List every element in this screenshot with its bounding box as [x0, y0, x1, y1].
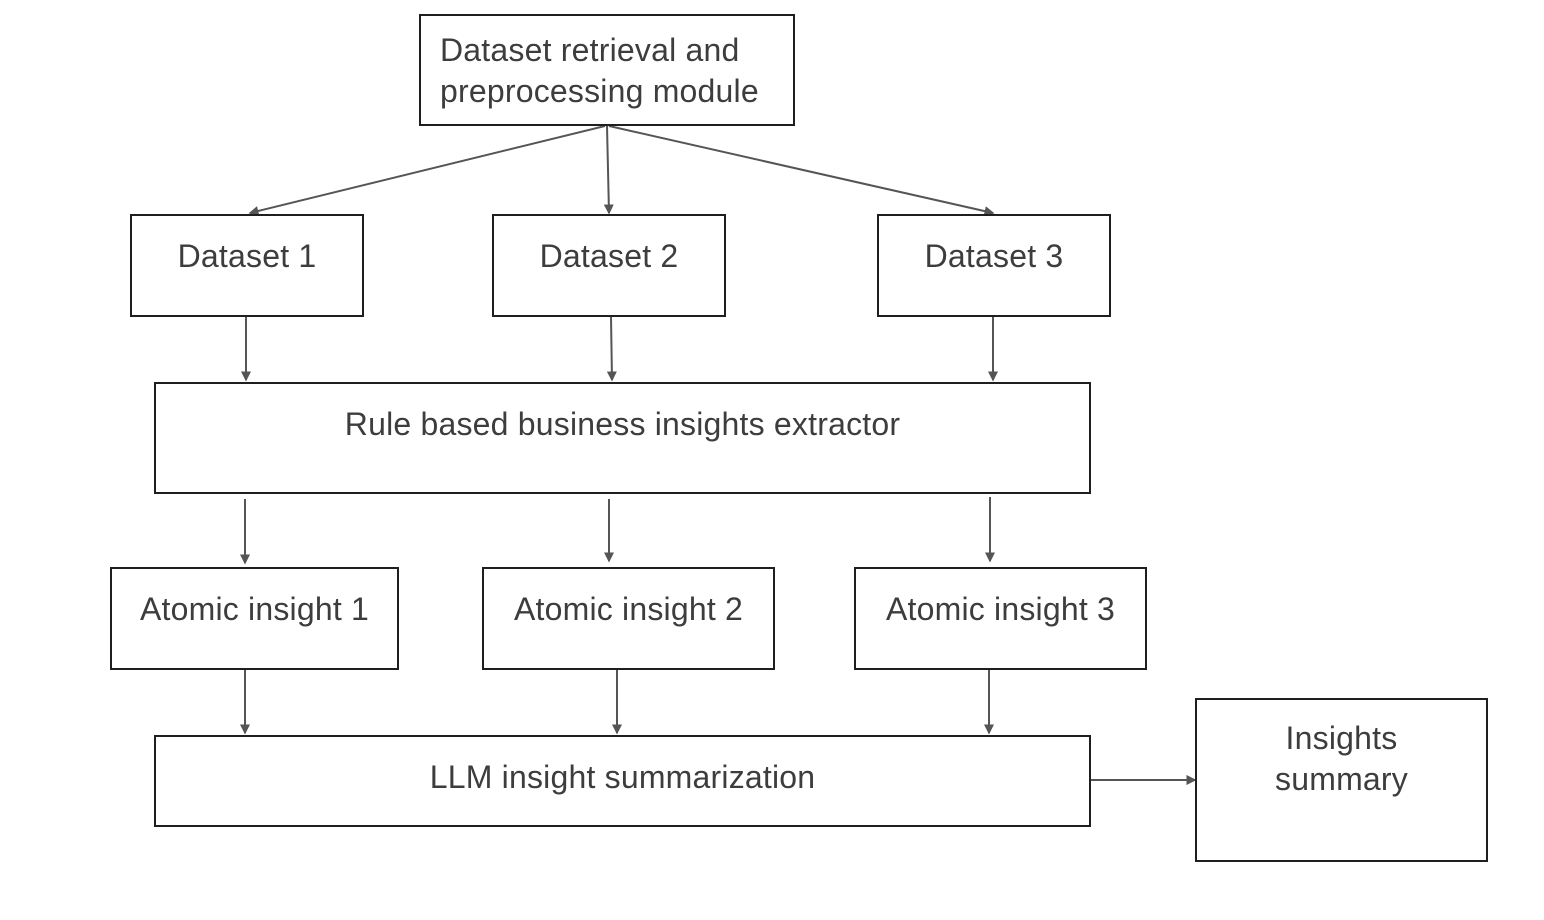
node-insights-extractor-label: Rule based business insights extractor	[344, 406, 901, 442]
node-dataset-3: Dataset 3	[877, 214, 1111, 317]
node-atomic-insight-1-label: Atomic insight 1	[139, 591, 370, 627]
node-insights-extractor: Rule based business insights extractor	[154, 382, 1091, 494]
node-llm-summarization: LLM insight summarization	[154, 735, 1091, 827]
node-insights-summary: Insights summary	[1195, 698, 1488, 862]
node-atomic-insight-3: Atomic insight 3	[854, 567, 1147, 670]
node-insights-summary-line1: Insights	[1285, 720, 1398, 756]
node-dataset-1-label: Dataset 1	[177, 238, 317, 274]
node-insights-summary-line2: summary	[1275, 761, 1408, 797]
node-llm-summarization-label: LLM insight summarization	[429, 759, 816, 795]
node-atomic-insight-2-label: Atomic insight 2	[513, 591, 744, 627]
node-atomic-insight-2: Atomic insight 2	[482, 567, 775, 670]
node-dataset-3-label: Dataset 3	[924, 238, 1064, 274]
node-dataset-2-label: Dataset 2	[539, 238, 679, 274]
node-dataset-1: Dataset 1	[130, 214, 364, 317]
arrow-dataset2-to-extractor	[606, 316, 617, 382]
node-atomic-insight-3-label: Atomic insight 3	[885, 591, 1116, 627]
node-atomic-insight-1: Atomic insight 1	[110, 567, 399, 670]
arrow-retrieval-to-dataset3	[608, 125, 995, 216]
arrow-retrieval-to-dataset2	[603, 125, 614, 215]
node-retrieval-module: Dataset retrieval and preprocessing modu…	[419, 14, 795, 126]
node-retrieval-line2: preprocessing module	[440, 73, 759, 109]
arrow-retrieval-to-dataset1	[248, 125, 606, 216]
node-retrieval-line1: Dataset retrieval and	[440, 32, 740, 68]
node-dataset-2: Dataset 2	[492, 214, 726, 317]
